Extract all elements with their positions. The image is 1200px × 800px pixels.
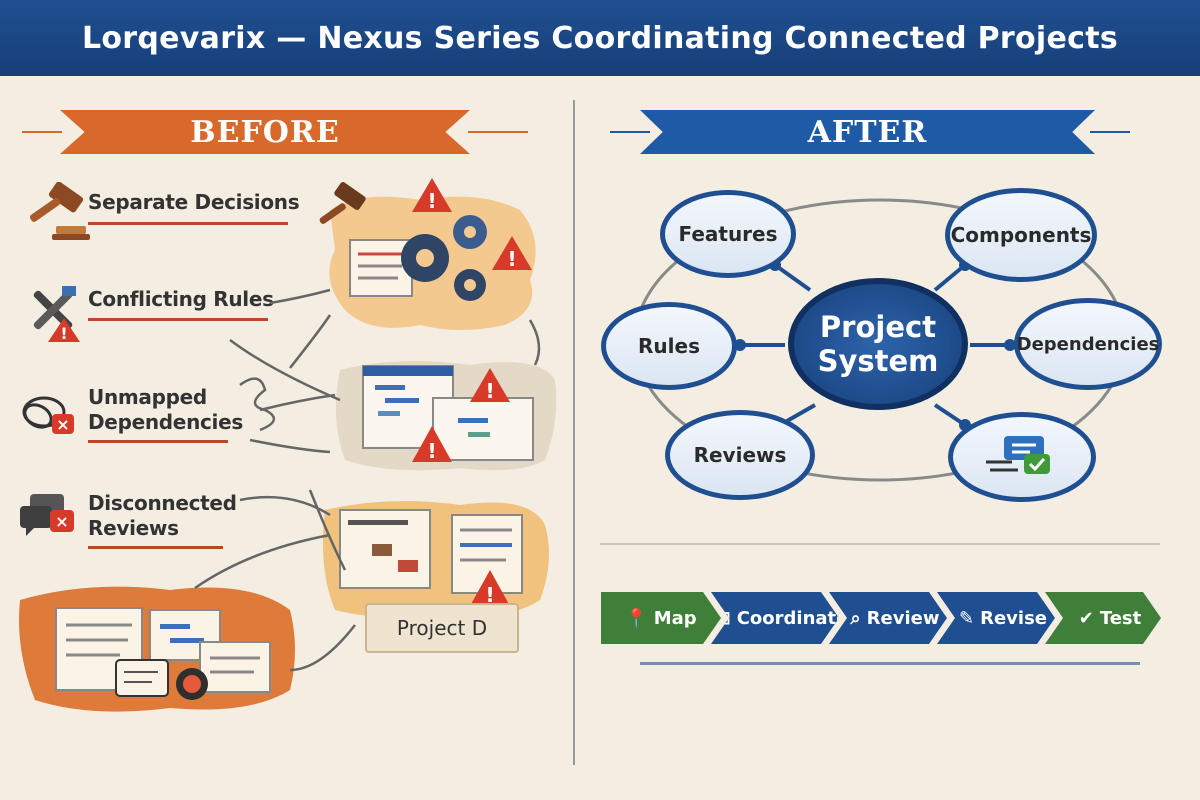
svg-text:!: ! xyxy=(507,247,516,271)
check-circle-icon: ✔ xyxy=(1078,607,1094,629)
warning-icon: ! xyxy=(492,236,532,271)
chat-error-icon: × xyxy=(20,494,74,536)
tangle-squiggle xyxy=(239,377,275,432)
arrow xyxy=(259,393,336,412)
svg-text:×: × xyxy=(55,512,68,531)
issue-underline xyxy=(88,222,288,225)
gear-icon xyxy=(454,269,486,301)
issue-underline xyxy=(88,440,228,443)
pencil-icon: ✎ xyxy=(959,607,975,629)
before-banner: BEFORE xyxy=(60,110,470,154)
issue-underline xyxy=(88,546,223,549)
map-pin-icon: 📍 xyxy=(625,607,648,629)
svg-text:!: ! xyxy=(485,583,494,607)
gavel-icon xyxy=(319,182,366,224)
arrow xyxy=(269,288,331,305)
arrow xyxy=(249,438,331,454)
gantt-card xyxy=(432,397,534,461)
arrow xyxy=(308,489,347,571)
banner-line-right xyxy=(468,131,528,133)
step-coordinate[interactable]: ⊡ Coordinate xyxy=(711,592,839,644)
hub-project-system: Project System xyxy=(788,278,968,410)
tangle-icon: × xyxy=(22,396,74,434)
connector xyxy=(933,263,967,292)
issue-conflicting-rules: Conflicting Rules xyxy=(88,287,274,311)
banner-line-right xyxy=(1090,131,1130,133)
arrow xyxy=(239,495,331,517)
warning-icon: ! xyxy=(412,178,452,213)
svg-text:!: ! xyxy=(427,189,436,213)
crossed-tools-icon: ! xyxy=(33,286,80,343)
gear-icon xyxy=(401,234,449,282)
node-rules: Rules xyxy=(601,302,737,390)
gear-icon xyxy=(453,215,487,249)
warning-icon: ! xyxy=(470,570,510,607)
workflow-steps: 📍 Map ⊡ Coordinate ⌕ Review ✎ Revise ✔ T… xyxy=(601,592,1161,644)
approved-chat-icon xyxy=(986,436,1050,474)
arrow xyxy=(289,314,332,369)
issue-separate-decisions: Separate Decisions xyxy=(88,190,300,214)
step-map[interactable]: 📍 Map xyxy=(601,592,721,644)
warning-icon: ! xyxy=(412,426,452,463)
connector xyxy=(773,263,812,292)
step-revise[interactable]: ✎ Revise xyxy=(937,592,1055,644)
svg-text:!: ! xyxy=(427,439,436,463)
connector xyxy=(933,403,967,427)
arrow xyxy=(229,338,341,402)
gavel-icon xyxy=(29,182,90,240)
steps-underline xyxy=(640,662,1140,665)
svg-text:!: ! xyxy=(60,324,67,343)
gantt-card xyxy=(149,609,221,661)
chat-bubble xyxy=(115,659,169,697)
magnifier-icon: ⌕ xyxy=(850,607,861,629)
issue-disconnected-reviews: Disconnected Reviews xyxy=(88,491,237,540)
arrow xyxy=(194,533,331,590)
svg-text:×: × xyxy=(56,415,69,434)
node-reviews: Reviews xyxy=(665,410,815,500)
svg-text:!: ! xyxy=(485,379,494,403)
banner-line-left xyxy=(22,131,62,133)
section-separator xyxy=(600,543,1160,545)
issue-unmapped-dependencies: Unmapped Dependencies xyxy=(88,385,243,434)
document-card xyxy=(199,641,271,693)
column-divider xyxy=(573,100,575,765)
document-card xyxy=(349,239,413,297)
node-components: Components xyxy=(945,188,1097,282)
page-title: Lorqevarix — Nexus Series Coordinating C… xyxy=(0,0,1200,76)
banner-line-left xyxy=(610,131,650,133)
step-test[interactable]: ✔ Test xyxy=(1045,592,1161,644)
warning-icon: ! xyxy=(470,368,510,403)
after-banner: AFTER xyxy=(640,110,1095,154)
step-review[interactable]: ⌕ Review xyxy=(829,592,947,644)
issue-underline xyxy=(88,318,268,321)
node-dependencies: Dependencies xyxy=(1014,298,1162,390)
node-features: Features xyxy=(660,190,796,278)
arrow xyxy=(289,624,356,672)
project-d-tag: Project D xyxy=(365,603,519,653)
node-approved-review xyxy=(948,412,1096,502)
before-chaos-illustration: ! ! ! ! ! xyxy=(19,178,557,712)
arrow xyxy=(528,319,541,366)
